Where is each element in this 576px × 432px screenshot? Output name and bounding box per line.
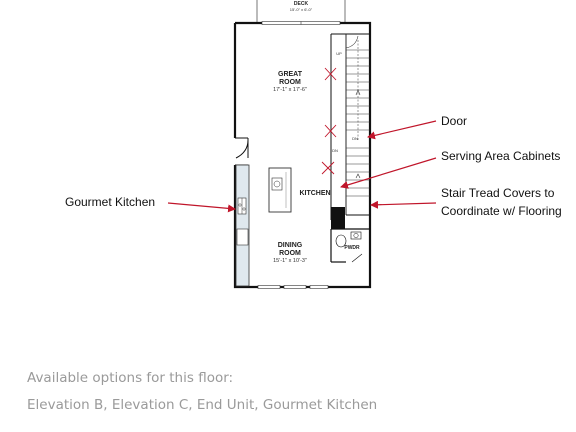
removed-item-marks (321, 67, 337, 175)
deck-dims: 15'-0" x 6'-0" (290, 7, 313, 12)
deck: DECK 15'-0" x 6'-0" (256, 0, 346, 22)
stair-core (330, 33, 370, 220)
kitchen-island (268, 167, 292, 213)
stair-dn-label-2: DN (332, 148, 338, 153)
great-room-label-1: GREAT (278, 71, 303, 78)
options-heading: Available options for this floor: (27, 370, 234, 386)
powder-label: PWDR (344, 245, 360, 251)
gourmet-kitchen-callout: Gourmet Kitchen (65, 195, 156, 209)
bottom-windows (257, 285, 329, 289)
dining-room-dims: 15'-1" x 10'-3" (273, 258, 307, 264)
dining-room-label-2: ROOM (279, 250, 301, 257)
stair-dn-label: DN (352, 136, 358, 141)
stair-tread-callout-line1: Stair Tread Covers to (441, 186, 555, 200)
dining-room-label-1: DINING (278, 242, 303, 249)
kitchen-label: KITCHEN (299, 190, 330, 197)
great-room-label-2: ROOM (279, 79, 301, 86)
options-list: Elevation B, Elevation C, End Unit, Gour… (27, 397, 378, 413)
door-callout: Door (441, 114, 468, 128)
great-room-dims: 17'-1" x 17'-6" (273, 87, 307, 93)
top-windows (261, 21, 341, 25)
stair-tread-callout-line2: Coordinate w/ Flooring (441, 204, 562, 218)
stair-landing-block (331, 207, 345, 229)
stair-up-label: UP (336, 51, 342, 56)
stair-arrow (370, 200, 437, 209)
deck-label: DECK (294, 1, 309, 7)
powder-room (330, 228, 370, 263)
serving-arrow (340, 157, 437, 189)
door-arrow (367, 120, 437, 140)
serving-cabinets-callout: Serving Area Cabinets (441, 149, 561, 163)
gourmet-arrow (167, 202, 236, 213)
callout-arrows (167, 120, 437, 213)
side-door (235, 137, 249, 166)
kitchen-counter (235, 164, 250, 287)
